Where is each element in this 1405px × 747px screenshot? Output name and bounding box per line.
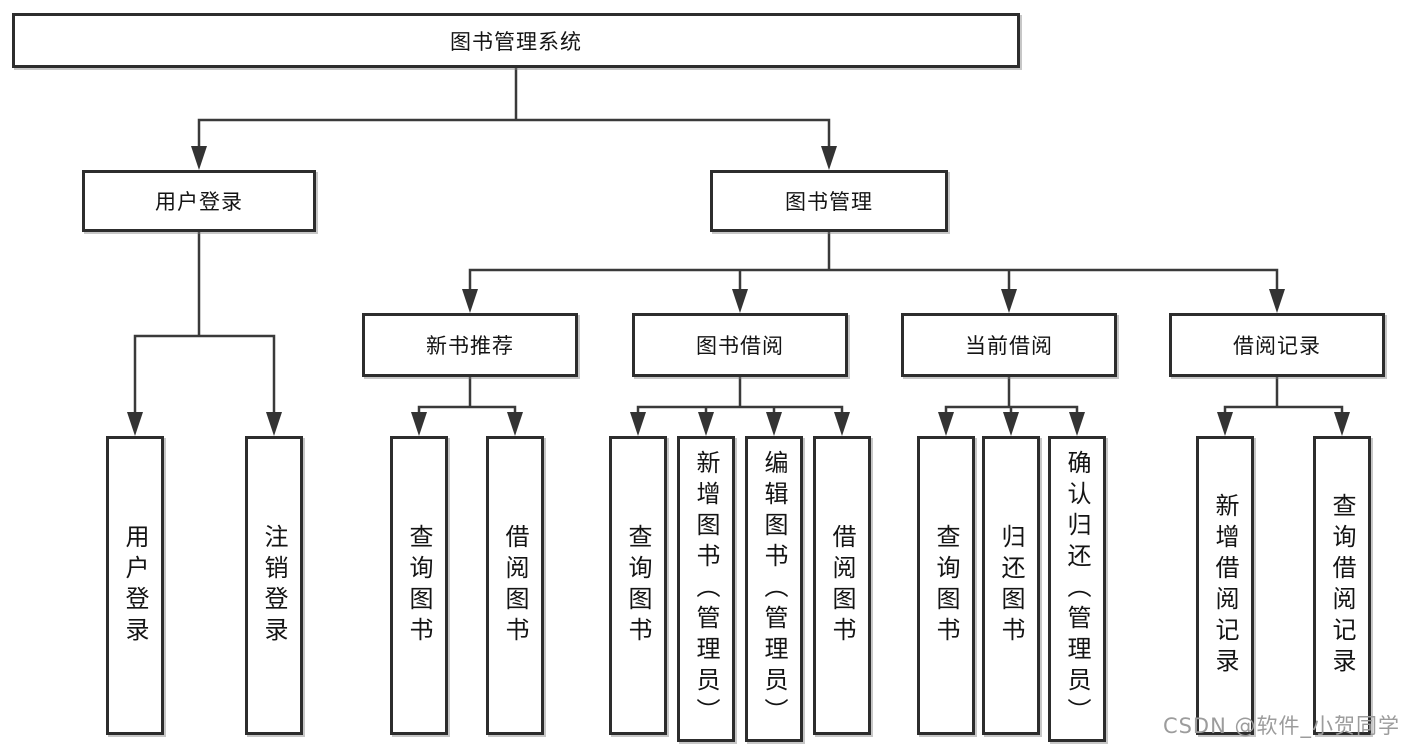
node-borrow-records-label: 借阅记录 (1233, 334, 1321, 358)
arrow-down-icon (1334, 412, 1350, 436)
connector-new-book-children (417, 405, 517, 414)
arrow-down-icon (266, 412, 282, 436)
arrow-down-icon (630, 412, 646, 436)
node-leaf-borrow-book-recommend: 借阅图书 (486, 436, 544, 735)
arrow-down-icon (507, 412, 523, 436)
node-leaf-query-book-borrow: 查询图书 (609, 436, 667, 735)
node-new-book-recommend-label: 新书推荐 (426, 334, 514, 358)
node-leaf-confirm-return-admin: 确认归还（管理员） (1048, 436, 1106, 742)
node-book-management-label: 图书管理 (785, 190, 873, 214)
node-leaf-query-borrow-record-label: 查询借阅记录 (1328, 492, 1356, 679)
node-leaf-query-book-current: 查询图书 (917, 436, 975, 735)
node-leaf-query-book-recommend: 查询图书 (390, 436, 448, 735)
arrow-down-icon (698, 412, 714, 436)
node-book-borrow: 图书借阅 (632, 313, 848, 377)
connector-user-login-children (133, 334, 276, 414)
arrow-down-icon (1069, 412, 1085, 436)
arrowheads (127, 146, 1350, 436)
arrow-down-icon (834, 412, 850, 436)
node-leaf-return-book: 归还图书 (982, 436, 1040, 735)
arrow-down-icon (938, 412, 954, 436)
csdn-watermark: CSDN @软件_小贺同学 (1162, 714, 1400, 738)
connector-borrow-records-children (1223, 405, 1344, 414)
arrow-down-icon (1217, 412, 1233, 436)
node-leaf-borrow-book-borrow: 借阅图书 (813, 436, 871, 735)
arrow-down-icon (766, 412, 782, 436)
node-leaf-logout-login: 注销登录 (245, 436, 303, 735)
node-leaf-return-book-label: 归还图书 (997, 523, 1025, 648)
node-leaf-confirm-return-admin-label: 确认归还（管理员） (1063, 449, 1091, 729)
node-leaf-add-borrow-record: 新增借阅记录 (1196, 436, 1254, 735)
arrow-down-icon (1001, 289, 1017, 313)
node-leaf-query-book-recommend-label: 查询图书 (405, 523, 433, 648)
arrow-down-icon (732, 289, 748, 313)
node-leaf-add-book-admin: 新增图书（管理员） (677, 436, 735, 742)
node-book-management: 图书管理 (710, 170, 948, 232)
node-leaf-user-login-label: 用户登录 (121, 523, 149, 648)
node-leaf-edit-book-admin: 编辑图书（管理员） (745, 436, 803, 742)
node-leaf-borrow-book-recommend-label: 借阅图书 (501, 523, 529, 648)
node-leaf-query-book-current-label: 查询图书 (932, 523, 960, 648)
arrow-down-icon (1003, 412, 1019, 436)
arrow-down-icon (462, 289, 478, 313)
node-leaf-add-book-admin-label: 新增图书（管理员） (692, 449, 720, 729)
node-leaf-borrow-book-borrow-label: 借阅图书 (828, 523, 856, 648)
node-leaf-edit-book-admin-label: 编辑图书（管理员） (760, 449, 788, 729)
arrow-down-icon (821, 146, 837, 170)
node-book-borrow-label: 图书借阅 (696, 334, 784, 358)
node-current-borrow: 当前借阅 (901, 313, 1117, 377)
node-leaf-user-login: 用户登录 (106, 436, 164, 735)
node-user-login-label: 用户登录 (155, 190, 243, 214)
arrow-down-icon (411, 412, 427, 436)
connector-root-children (197, 118, 831, 148)
node-user-login: 用户登录 (82, 170, 316, 232)
node-root-label: 图书管理系统 (450, 29, 582, 54)
node-leaf-logout-login-label: 注销登录 (260, 523, 288, 648)
node-leaf-add-borrow-record-label: 新增借阅记录 (1211, 492, 1239, 679)
node-current-borrow-label: 当前借阅 (965, 334, 1053, 358)
node-root: 图书管理系统 (12, 13, 1020, 68)
node-leaf-query-book-borrow-label: 查询图书 (624, 523, 652, 648)
arrow-down-icon (191, 146, 207, 170)
connector-book-mgmt-children (468, 268, 1279, 291)
node-new-book-recommend: 新书推荐 (362, 313, 578, 377)
arrow-down-icon (127, 412, 143, 436)
connector-book-borrow-children (636, 405, 844, 414)
arrow-down-icon (1269, 289, 1285, 313)
node-leaf-query-borrow-record: 查询借阅记录 (1313, 436, 1371, 735)
node-borrow-records: 借阅记录 (1169, 313, 1385, 377)
